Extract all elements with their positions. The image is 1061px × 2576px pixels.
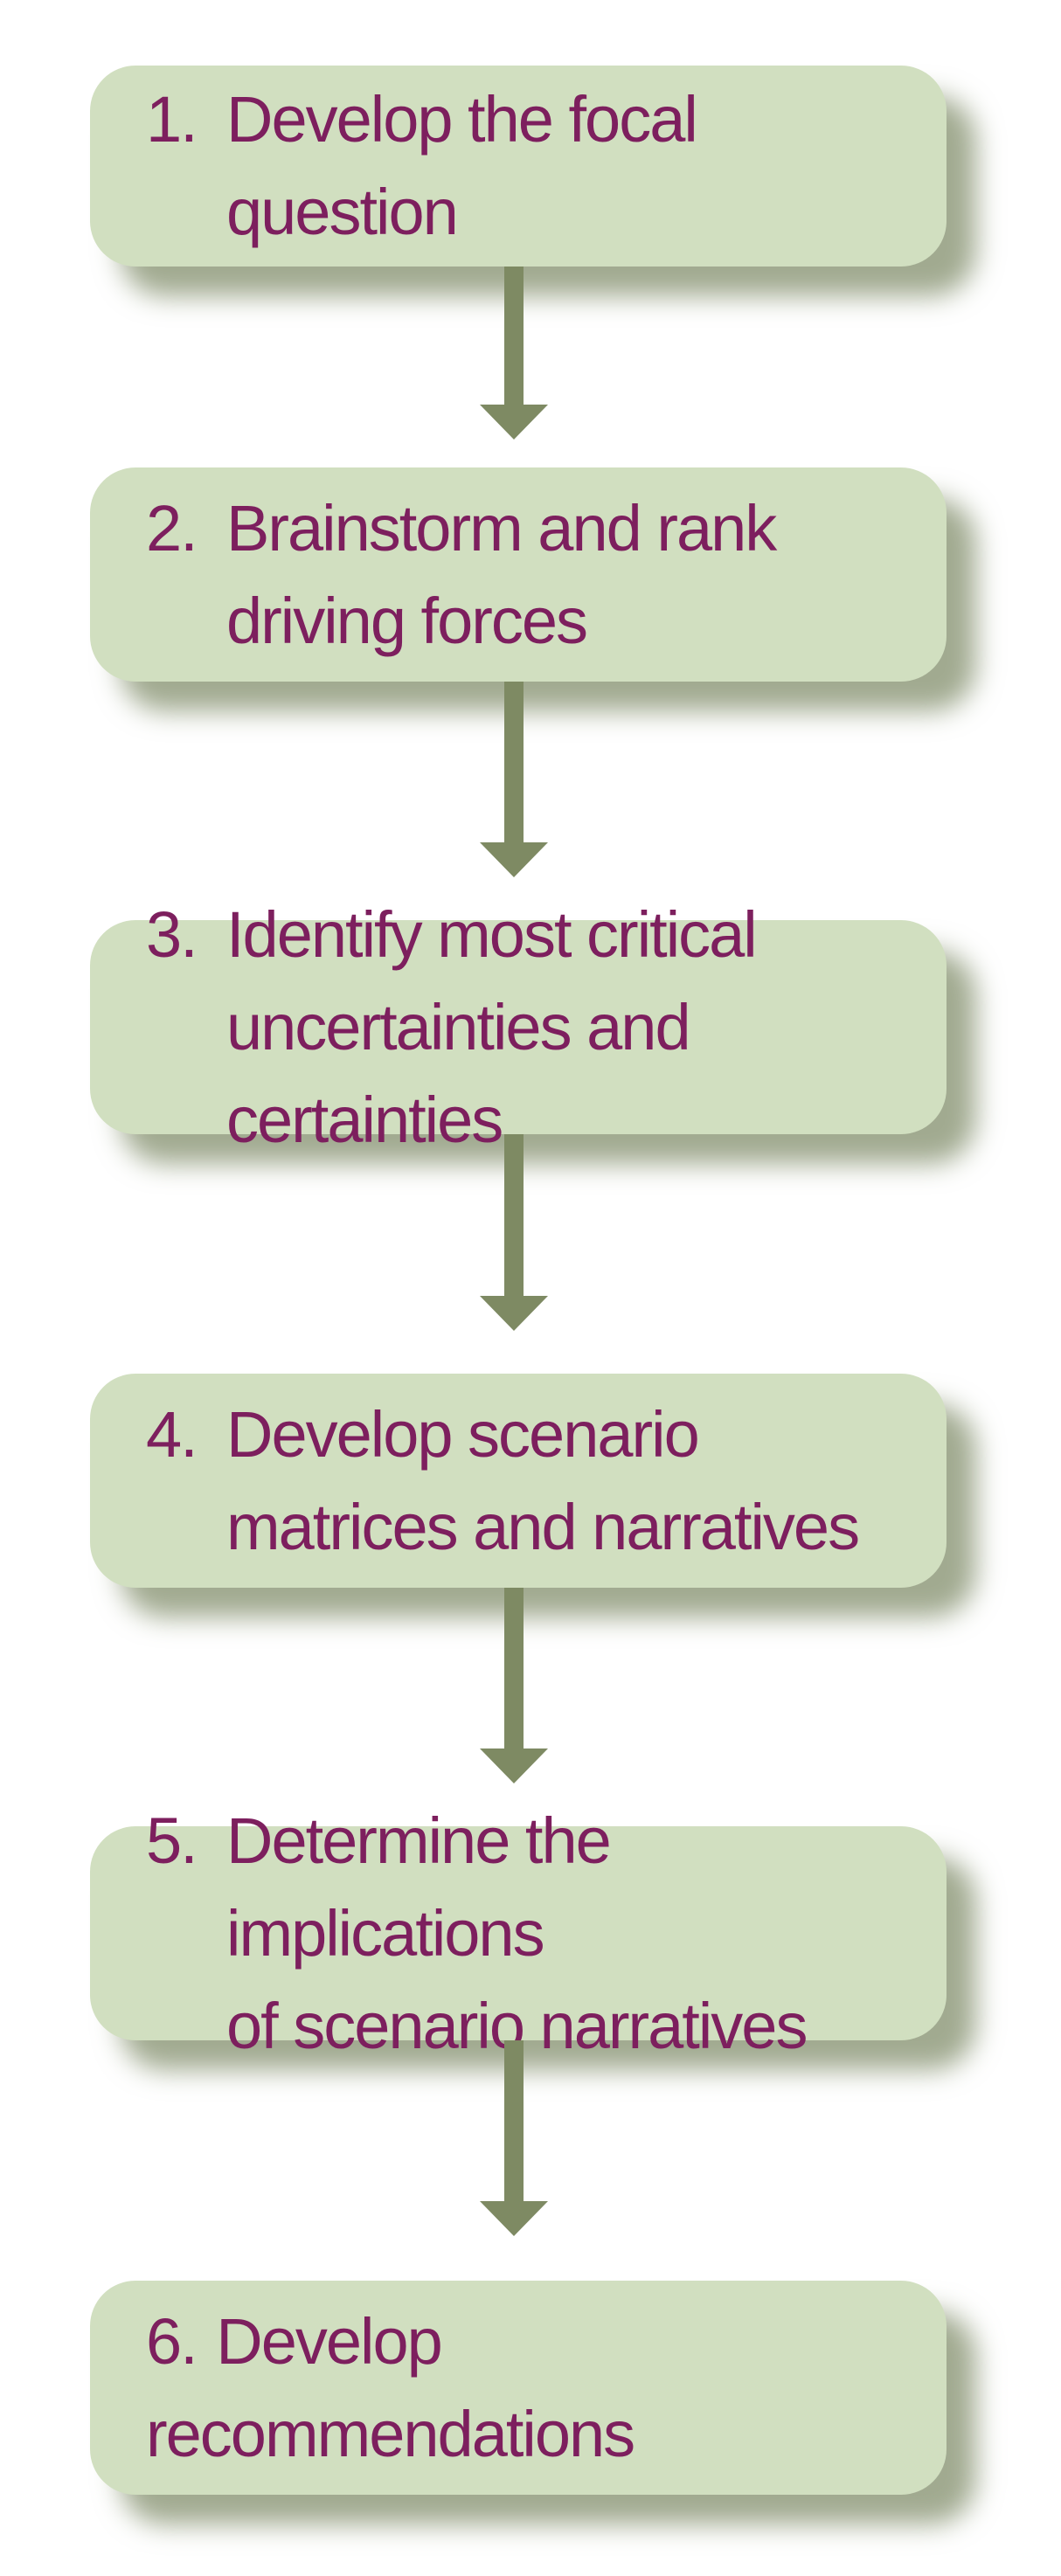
step-3-box: 3. Identify most critical uncertainties …: [90, 898, 947, 1156]
step-2-number: 2.: [146, 491, 198, 564]
step-4-label: Develop scenario matrices and narratives: [226, 1397, 860, 1563]
step-2-box: 2. Brainstorm and rank driving forces: [90, 467, 947, 682]
step-5-number: 5.: [146, 1804, 198, 1877]
step-4-number: 4.: [146, 1397, 198, 1471]
arrow-1-head: [480, 405, 548, 440]
step-6-text: 6. Develop recommendations: [146, 2296, 920, 2481]
arrow-4-shaft: [504, 1588, 524, 1750]
step-1-text: 1. Develop the focal question: [146, 73, 920, 259]
step-2-text: 2. Brainstorm and rank driving forces: [146, 482, 920, 668]
arrow-5-head: [480, 2201, 548, 2236]
step-1-number: 1.: [146, 83, 198, 156]
step-4-box: 4. Develop scenario matrices and narrati…: [90, 1374, 947, 1588]
arrow-4-head: [480, 1748, 548, 1783]
step-5-box: 5. Determine the implications of scenari…: [90, 1804, 947, 2062]
step-4-text: 4. Develop scenario matrices and narrati…: [146, 1388, 920, 1574]
arrow-2-head: [480, 842, 548, 877]
arrow-1-shaft: [504, 267, 524, 406]
step-1-box: 1. Develop the focal question: [90, 66, 947, 267]
arrow-3-head: [480, 1296, 548, 1331]
step-6-box: 6. Develop recommendations: [90, 2281, 947, 2495]
step-6-number: 6.: [146, 2304, 198, 2378]
step-2-label: Brainstorm and rank driving forces: [226, 491, 777, 657]
arrow-2-shaft: [504, 682, 524, 844]
step-1-label: Develop the focal question: [226, 83, 698, 248]
step-3-text: 3. Identify most critical uncertainties …: [146, 889, 920, 1167]
step-5-text: 5. Determine the implications of scenari…: [146, 1795, 920, 2073]
step-6-label: Develop recommendations: [146, 2304, 635, 2470]
step-3-number: 3.: [146, 897, 198, 971]
step-5-label: Determine the implications of scenario n…: [226, 1804, 808, 2062]
step-3-label: Identify most critical uncertainties and…: [226, 897, 758, 1156]
